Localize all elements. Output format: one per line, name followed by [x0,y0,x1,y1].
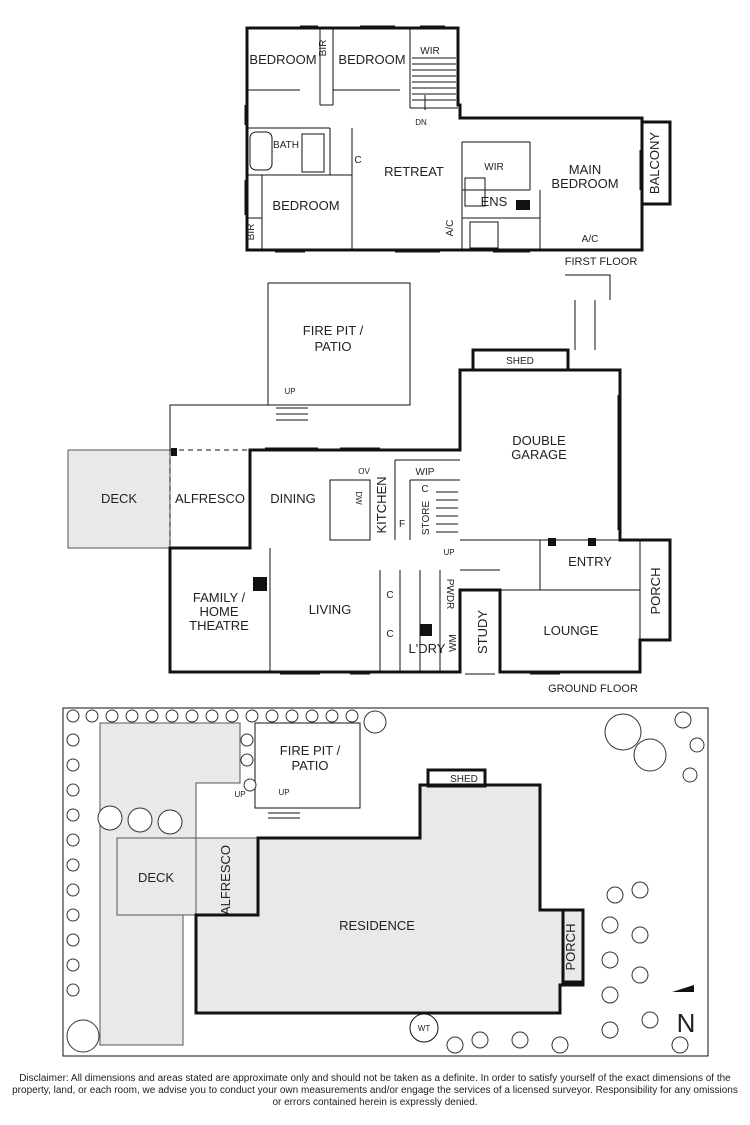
laundry-label: L'DRY [409,641,446,656]
lounge-label: LOUNGE [544,623,599,638]
balcony-label: BALCONY [647,132,662,194]
up-label-1: UP [284,387,295,396]
study-label: STUDY [475,610,490,654]
double-garage-label-1: DOUBLE [512,433,566,448]
bedroom-2-label: BEDROOM [338,52,405,67]
bir-2-label: BIR [246,224,257,241]
first-floor-plan: BEDROOM BEDROOM BEDROOM BIR BIR WIR WIR … [244,25,672,268]
wir-2-label: WIR [484,162,503,173]
retreat-label: RETREAT [384,164,444,179]
wm-label: WM [448,634,459,652]
entry-label: ENTRY [568,554,612,569]
kitchen-label: KITCHEN [374,476,389,533]
main-bedroom-label-1: MAIN [569,162,602,177]
double-garage-label-2: GARAGE [511,447,567,462]
ens-label: ENS [481,194,508,209]
ac-2-label: A/C [582,234,599,245]
wip-label: WIP [416,467,435,478]
dn-label: DN [415,118,427,127]
fire-pit-label-1: FIRE PIT / [303,323,364,338]
floor-plan-drawing: BEDROOM BEDROOM BEDROOM BIR BIR WIR WIR … [62,25,709,1057]
north-label: N [677,1008,696,1038]
site-plan: FIRE PIT / PATIO UP UP SHED DECK ALFRESC… [62,707,709,1057]
c-label: C [354,155,361,166]
bedroom-3-label: BEDROOM [272,198,339,213]
c-label-1: C [421,484,428,495]
site-shed-label: SHED [450,774,478,785]
dw-label: DW [354,491,363,505]
deck-label: DECK [101,491,137,506]
water-tank-label: WT [418,1024,431,1033]
main-bedroom-label-2: BEDROOM [551,176,618,191]
bedroom-1-label: BEDROOM [249,52,316,67]
site-up-label-1: UP [234,790,245,799]
site-up-label-2: UP [278,788,289,797]
dining-label: DINING [270,491,316,506]
c-label-3: C [386,629,393,640]
bir-1-label: BIR [318,40,329,57]
site-fire-pit-label-1: FIRE PIT / [280,743,341,758]
ground-floor-plan: FIRE PIT / PATIO UP UP SHED DOUBLE GARAG… [67,274,672,695]
porch-label: PORCH [648,568,663,615]
alfresco-label: ALFRESCO [175,491,245,506]
f-label: F [399,519,405,530]
site-porch-label: PORCH [563,924,578,971]
store-label: STORE [421,501,432,536]
family-label-1: FAMILY / [193,590,246,605]
family-label-2: HOME [200,604,239,619]
ac-1-label: A/C [445,220,456,237]
site-alfresco-label: ALFRESCO [218,845,233,915]
family-label-3: THEATRE [189,618,249,633]
site-fire-pit-label-2: PATIO [291,758,328,773]
up-label-2: UP [443,548,454,557]
ground-floor-title: GROUND FLOOR [548,683,638,695]
wir-1-label: WIR [420,46,439,57]
residence-label: RESIDENCE [339,918,415,933]
bath-label: BATH [273,140,299,151]
north-arrow-icon [672,985,694,992]
ov-label: OV [358,467,370,476]
living-label: LIVING [309,602,352,617]
site-deck-label: DECK [138,870,174,885]
first-floor-title: FIRST FLOOR [565,256,638,268]
pwdr-label: PWDR [444,579,455,610]
c-label-2: C [386,590,393,601]
disclaimer-text: Disclaimer: All dimensions and areas sta… [12,1073,738,1108]
fire-pit-label-2: PATIO [314,339,351,354]
shed-label: SHED [506,356,534,367]
